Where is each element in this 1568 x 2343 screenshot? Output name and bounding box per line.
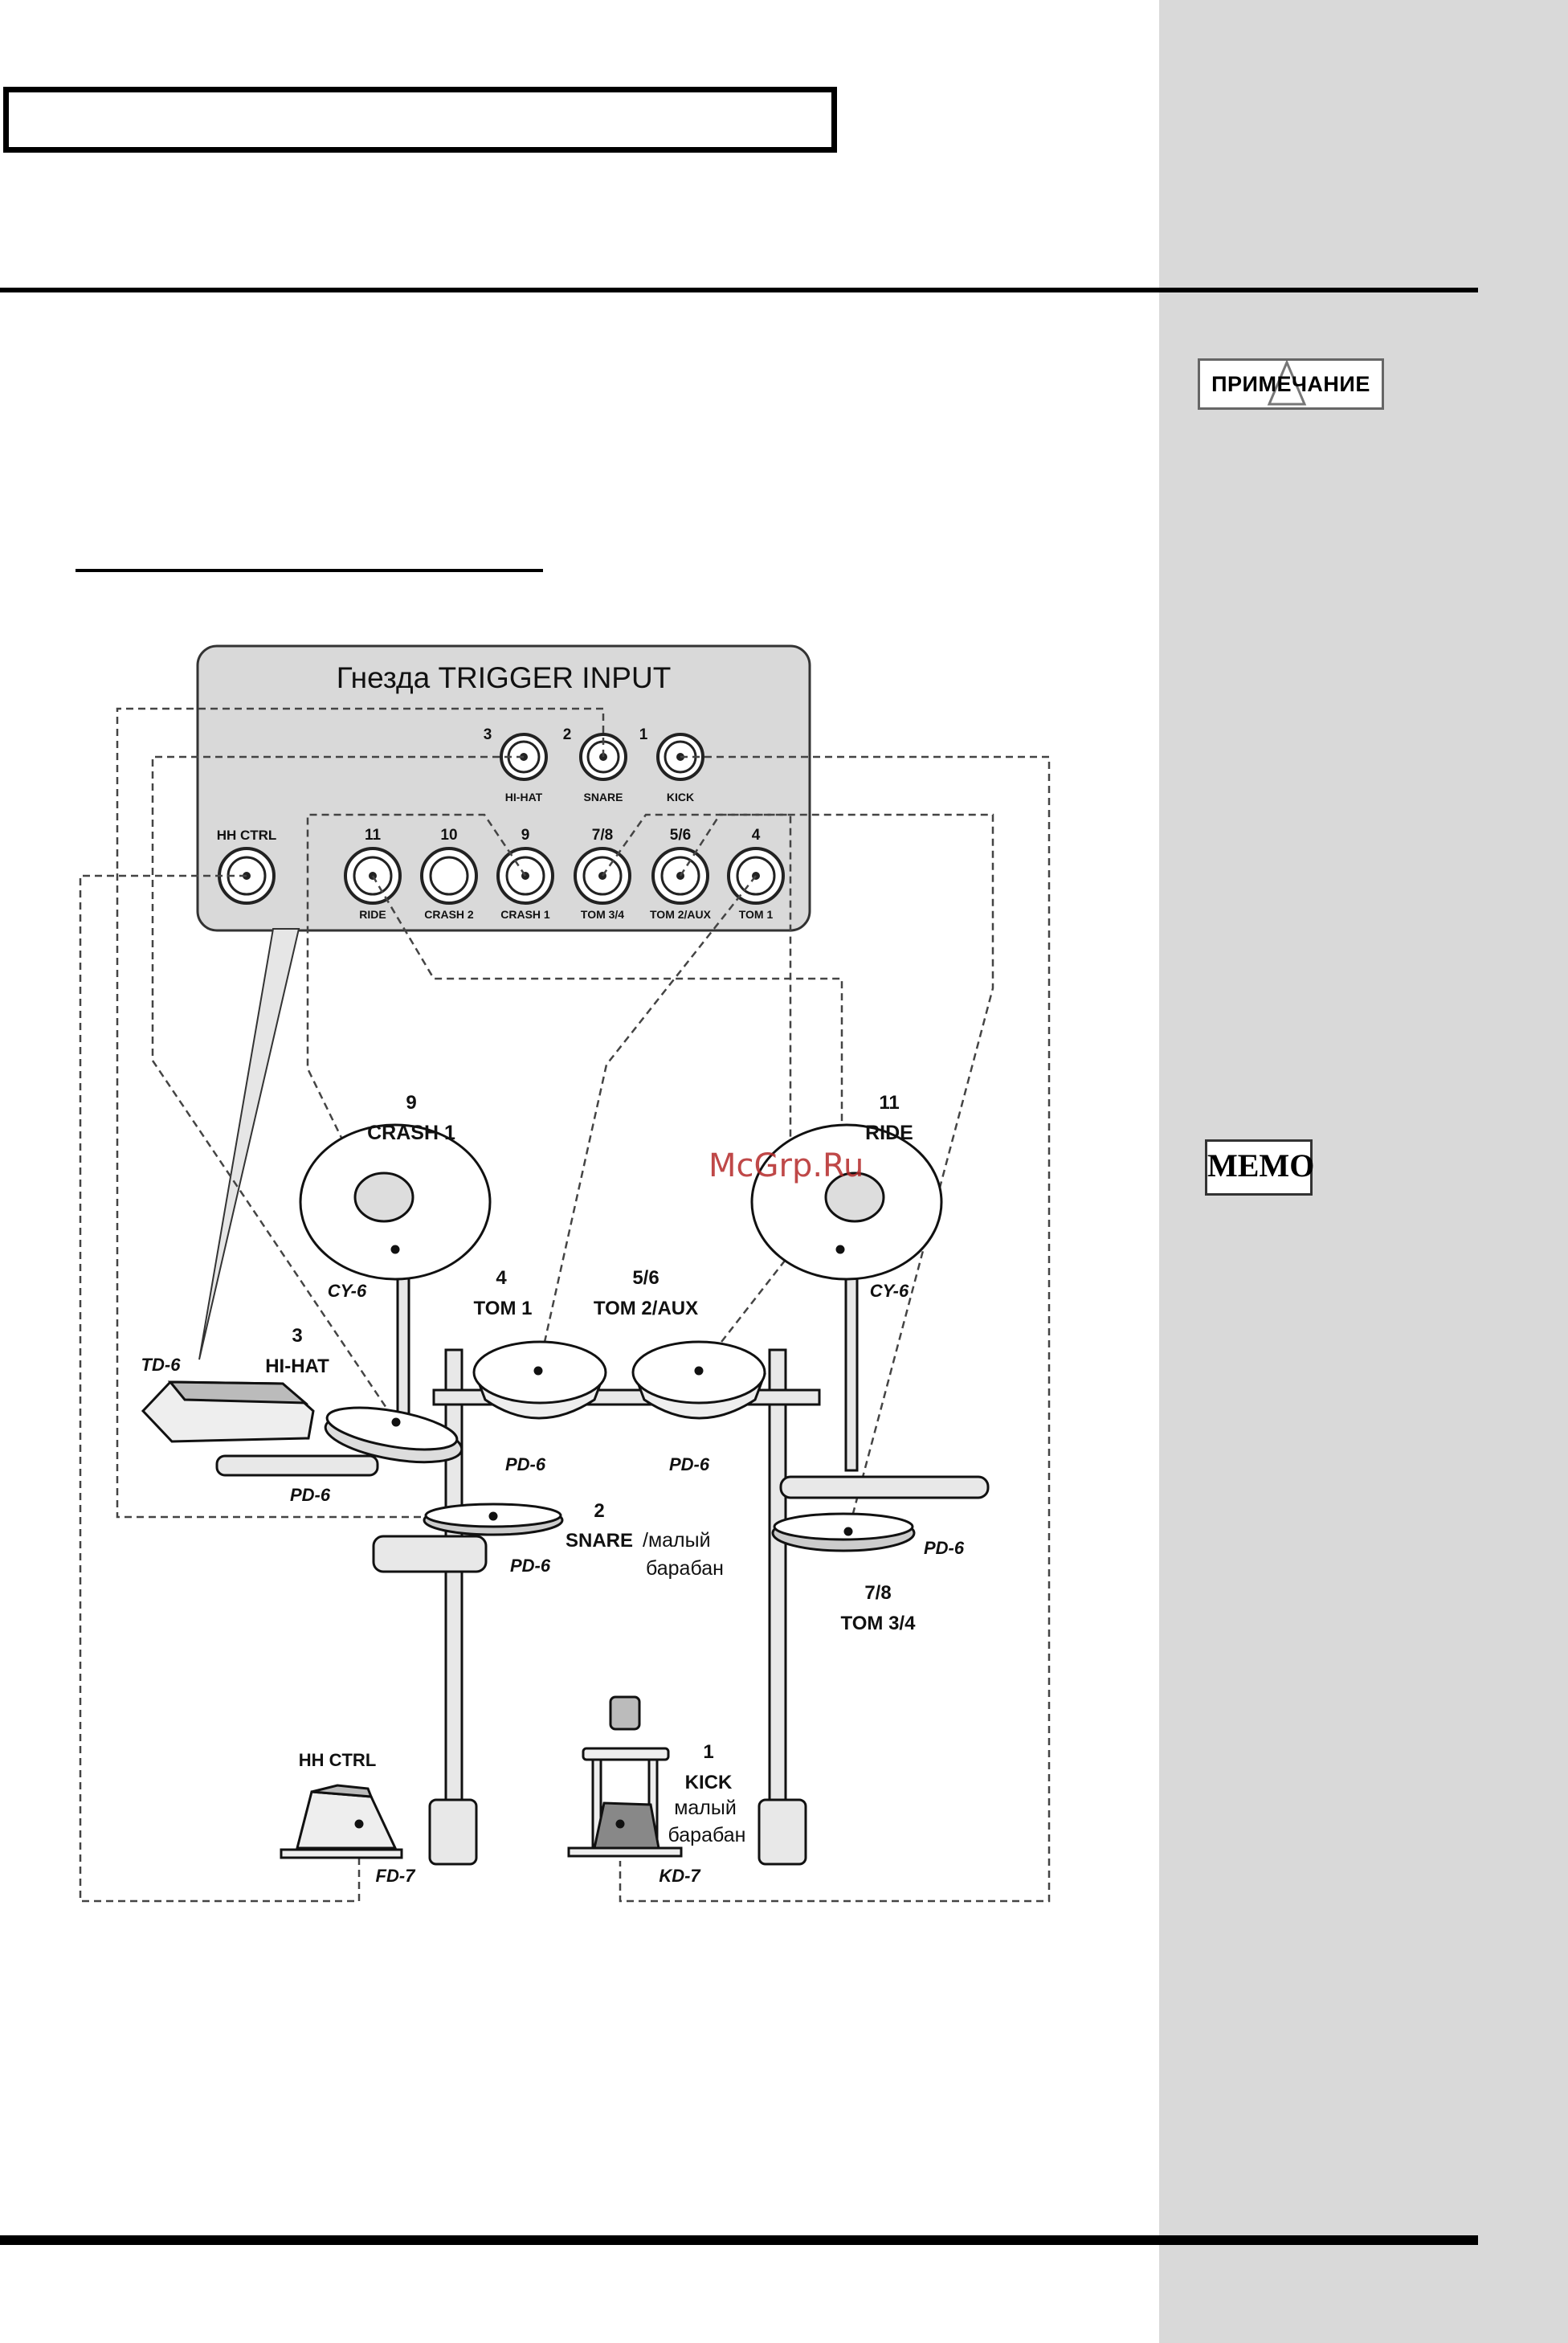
fd7-model: FD-7	[376, 1866, 417, 1886]
cable-tom34	[601, 813, 994, 1532]
crash-model: CY-6	[328, 1281, 367, 1301]
jack-label: TOM 3/4	[581, 908, 624, 921]
jack-number: 9	[521, 827, 530, 844]
snare-name: SNARE	[566, 1530, 633, 1552]
jack-label: SNARE	[583, 791, 623, 803]
trigger-connection-diagram: Гнезда TRIGGER INPUT 3 2 1 HI-HAT SNARE …	[79, 644, 1051, 1903]
snare-num: 2	[594, 1500, 604, 1522]
jack-label: CRASH 1	[500, 908, 550, 921]
crash-name: CRASH 1	[367, 1122, 455, 1144]
ride-cymbal	[750, 1123, 943, 1281]
ride-num: 11	[879, 1092, 899, 1114]
note-label: ПРИМЕЧАНИЕ	[1211, 372, 1370, 396]
tom2-pad	[631, 1340, 766, 1420]
jack-number: 5/6	[670, 827, 691, 844]
tom34-pad	[771, 1512, 916, 1552]
cable-routes	[79, 707, 1051, 1903]
panel-callout	[198, 928, 300, 1360]
cable-crash1	[306, 813, 527, 1250]
tom2-num: 5/6	[632, 1267, 659, 1289]
crash-cymbal	[299, 1123, 492, 1281]
cable-snare	[116, 707, 605, 1519]
jack-label: HI-HAT	[505, 791, 543, 803]
fd7-pedal	[280, 1784, 403, 1859]
kick-desc-2: барабан	[668, 1824, 746, 1846]
kick-name: KICK	[685, 1772, 733, 1793]
jack-number: 3	[484, 726, 492, 743]
cable-hihat	[151, 755, 524, 1423]
jack-crash2-input	[420, 847, 478, 905]
top-rule	[0, 288, 1478, 292]
td6-module	[141, 1380, 315, 1443]
jack-number: 10	[440, 827, 457, 844]
hh-ctrl-pedal-name: HH CTRL	[299, 1750, 377, 1770]
jack-label: TOM 1	[739, 908, 774, 921]
hihat-pad	[324, 1406, 463, 1464]
tom1-pad	[472, 1340, 607, 1420]
memo-badge: MEMO	[1205, 1139, 1315, 1196]
tom1-num: 4	[496, 1267, 507, 1289]
crash-num: 9	[406, 1092, 416, 1114]
jack-number: 1	[639, 726, 648, 743]
jack-number: 11	[365, 827, 382, 844]
cable-tom1	[537, 875, 757, 1372]
jack-label: CRASH 2	[424, 908, 474, 921]
snare-desc-1: /малый	[643, 1529, 711, 1552]
jack-number: 2	[563, 726, 572, 743]
hihat-model: PD-6	[290, 1485, 331, 1505]
cable-hh-ctrl	[79, 874, 361, 1903]
hihat-name: HI-HAT	[265, 1356, 329, 1377]
tom1-model: PD-6	[505, 1454, 546, 1474]
cable-kick	[619, 755, 1051, 1903]
title-box	[3, 87, 837, 153]
snare-pad	[423, 1503, 564, 1536]
hihat-num: 3	[292, 1325, 302, 1347]
jack-label: TOM 2/AUX	[650, 908, 712, 921]
section-underline	[76, 569, 543, 572]
hh-ctrl-jack-label: HH CTRL	[217, 828, 277, 843]
cable-tom2	[679, 813, 792, 1372]
watermark: McGrp.Ru	[708, 1147, 864, 1184]
note-badge: ПРИМЕЧАНИЕ	[1198, 358, 1384, 410]
jack-label: RIDE	[359, 908, 386, 921]
tom2-model: PD-6	[669, 1454, 710, 1474]
ride-name: RIDE	[865, 1122, 913, 1144]
tom1-name: TOM 1	[474, 1298, 533, 1319]
tom34-model: PD-6	[924, 1538, 965, 1558]
kd7-pedal	[567, 1695, 683, 1858]
panel-title: Гнезда TRIGGER INPUT	[337, 661, 672, 694]
warning-triangle-icon	[1267, 361, 1307, 406]
td6-model: TD-6	[141, 1355, 182, 1375]
kd7-model: KD-7	[659, 1866, 701, 1886]
bottom-rule	[0, 2235, 1478, 2245]
tom34-num: 7/8	[864, 1582, 891, 1604]
jack-label: KICK	[667, 791, 694, 803]
ride-model: CY-6	[870, 1281, 909, 1301]
kick-desc-1: малый	[674, 1797, 737, 1819]
tom34-name: TOM 3/4	[841, 1613, 917, 1634]
tom2-name: TOM 2/AUX	[594, 1298, 698, 1319]
snare-desc-2: барабан	[646, 1557, 724, 1580]
memo-label: MEMO	[1207, 1147, 1315, 1184]
jack-number: 4	[752, 827, 761, 844]
kick-num: 1	[703, 1741, 713, 1763]
snare-model: PD-6	[510, 1556, 551, 1576]
jack-number: 7/8	[592, 827, 613, 844]
cable-ride	[371, 875, 843, 1249]
